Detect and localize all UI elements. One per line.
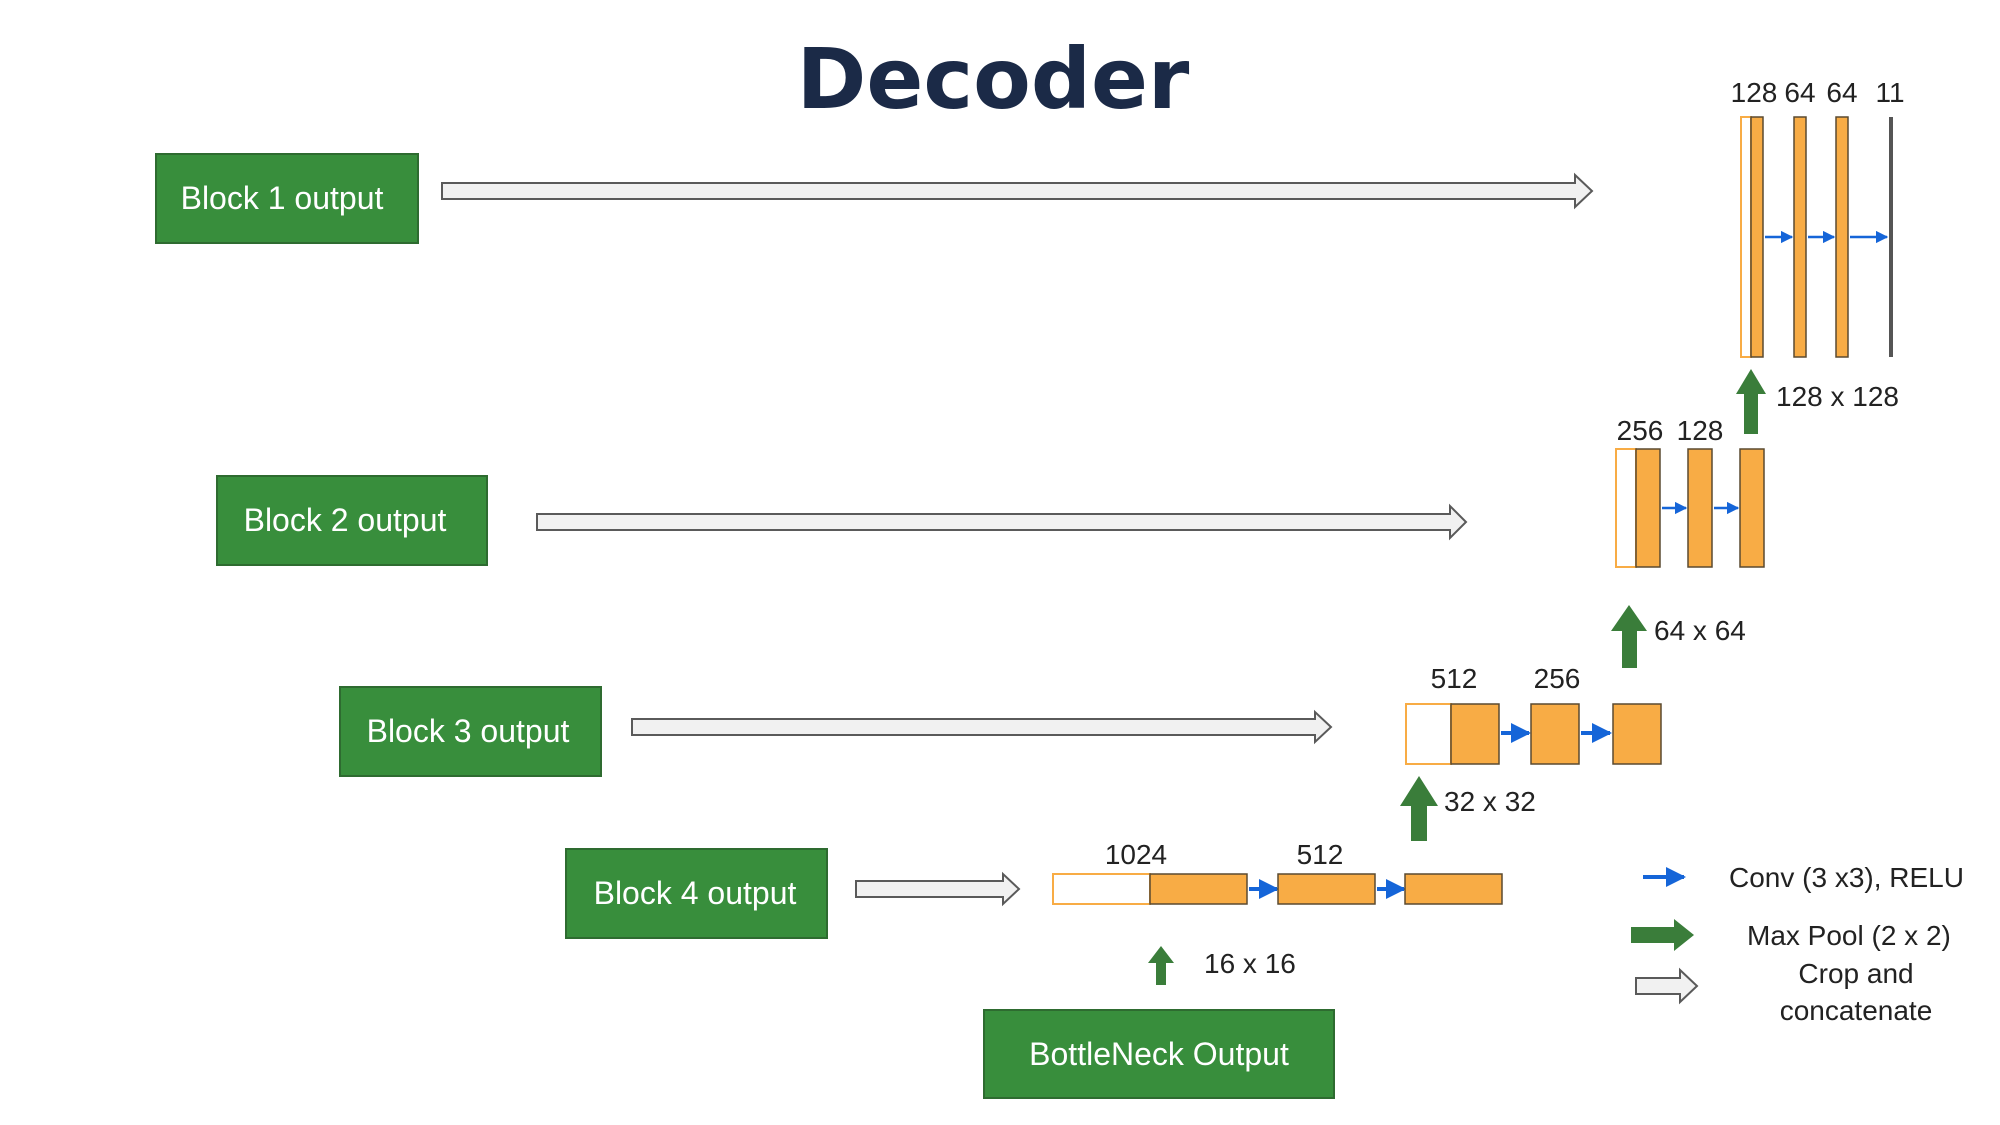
feature-map: [1739, 448, 1765, 568]
feature-map: [1835, 116, 1849, 358]
crop-arrow-block-1: [441, 172, 1594, 210]
concat-slot: [1615, 448, 1637, 568]
feature-map: [1149, 873, 1248, 905]
block-4-output: Block 4 output: [565, 848, 828, 939]
stage-4: 128 x 128 128 64 64 11: [1731, 77, 1905, 434]
concat-slot: [1740, 116, 1752, 358]
channel-label: 64: [1784, 77, 1815, 108]
upsample-arrow: [1611, 605, 1647, 668]
block-4-label: Block 4 output: [594, 875, 797, 911]
channel-label: 128: [1677, 415, 1724, 446]
feature-map: [1793, 116, 1807, 358]
block-3-label: Block 3 output: [367, 713, 570, 749]
feature-map: [1687, 448, 1713, 568]
upsample-arrow: [1148, 946, 1174, 985]
size-label: 64 x 64: [1654, 615, 1746, 646]
upsample-arrow: [1400, 776, 1438, 841]
crop-arrow-block-3: [631, 709, 1333, 745]
crop-arrow-block-2: [536, 503, 1468, 541]
feature-map: [1530, 703, 1580, 765]
channel-label: 64: [1826, 77, 1857, 108]
channel-label: 128: [1731, 77, 1778, 108]
legend-pool: Max Pool (2 x 2): [1747, 920, 1951, 951]
stage-3: 64 x 64 256 128: [1611, 415, 1765, 668]
crop-arrow-block-4: [855, 871, 1021, 907]
channel-label: 11: [1875, 77, 1904, 108]
channel-label: 512: [1431, 663, 1478, 694]
legend-crop-line1: Crop and: [1798, 958, 1913, 989]
bottleneck-label: BottleNeck Output: [1029, 1036, 1289, 1072]
concat-slot: [1405, 703, 1452, 765]
feature-map: [1612, 703, 1662, 765]
stage-1: 1024 512 16 x 16: [1052, 839, 1503, 985]
feature-map: [1277, 873, 1376, 905]
channel-label: 256: [1617, 415, 1664, 446]
channel-label: 512: [1297, 839, 1344, 870]
channel-label: 1024: [1105, 839, 1167, 870]
feature-map: [1750, 116, 1764, 358]
legend: Conv (3 x3), RELU Max Pool (2 x 2) Crop …: [1631, 862, 1964, 1026]
block-2-output: Block 2 output: [216, 475, 488, 566]
bottleneck-output: BottleNeck Output: [983, 1009, 1335, 1099]
feature-map: [1635, 448, 1661, 568]
output-map: [1889, 117, 1893, 357]
block-1-label: Block 1 output: [181, 180, 384, 216]
block-2-label: Block 2 output: [244, 502, 447, 538]
size-label: 128 x 128: [1776, 381, 1899, 412]
concat-slot: [1052, 873, 1151, 905]
stage-2: 32 x 32 512 256: [1400, 663, 1662, 841]
legend-crop-line2: concatenate: [1780, 995, 1933, 1026]
upsample-arrow: [1736, 369, 1766, 434]
block-3-output: Block 3 output: [339, 686, 602, 777]
feature-map: [1450, 703, 1500, 765]
legend-conv: Conv (3 x3), RELU: [1729, 862, 1964, 893]
page-title: Decoder: [797, 30, 1190, 128]
feature-map: [1404, 873, 1503, 905]
crop-legend-icon: [1635, 967, 1699, 1005]
channel-label: 256: [1534, 663, 1581, 694]
size-label: 16 x 16: [1204, 948, 1296, 979]
block-1-output: Block 1 output: [155, 153, 419, 244]
size-label: 32 x 32: [1444, 786, 1536, 817]
pool-legend-icon: [1631, 919, 1694, 951]
